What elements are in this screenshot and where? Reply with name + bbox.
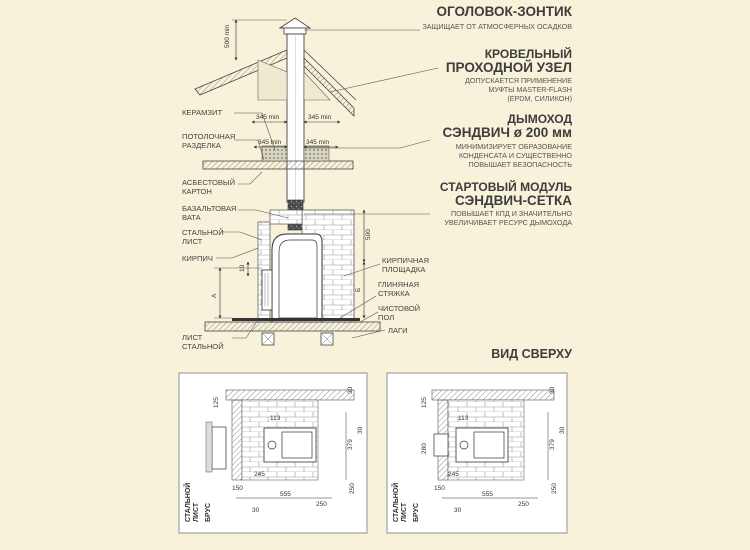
chimney-pipe: [286, 33, 305, 231]
label-stal-list: СТАЛЬНОЙ ЛИСТ: [182, 228, 224, 246]
dim-roof-right: 345 min: [308, 114, 332, 121]
dim-roof: 345 min 345 min: [251, 114, 341, 124]
title-sandwich-line1: ДЫМОХОД: [507, 112, 572, 126]
svg-text:30: 30: [559, 426, 566, 434]
dim-ceiling-right: 345 min: [306, 139, 330, 146]
dim-top-label: 500 min: [224, 24, 231, 48]
dim-ceiling-left: 345 min: [258, 139, 282, 146]
label-lagi: ЛАГИ: [388, 326, 408, 335]
svg-text:555: 555: [280, 491, 291, 498]
svg-text:379: 379: [549, 439, 556, 450]
svg-text:СТАЛЬНОЙ: СТАЛЬНОЙ: [391, 483, 400, 522]
title-cap: ОГОЛОВОК-ЗОНТИК: [436, 4, 572, 19]
right-leaders: [304, 29, 439, 339]
ceiling: 345 min 345 min: [202, 139, 354, 170]
label-styazhka: ГЛИНЯНАЯ СТЯЖКА: [378, 280, 420, 298]
svg-text:ЛИСТ: ЛИСТ: [193, 502, 200, 522]
label-pol: ЧИСТОВОЙ ПОЛ: [378, 304, 421, 322]
floor: [204, 318, 381, 346]
stove: [261, 233, 323, 323]
subtitle-cap: ЗАЩИЩАЕТ ОТ АТМОСФЕРНЫХ ОСАДКОВ: [422, 22, 572, 31]
dim-a: А: [211, 293, 218, 298]
svg-text:БРУС: БРУС: [205, 503, 212, 522]
svg-text:280: 280: [421, 443, 428, 454]
svg-text:113: 113: [458, 415, 469, 422]
svg-text:30: 30: [549, 386, 556, 394]
top-view-heading: ВИД СВЕРХУ: [491, 347, 572, 361]
svg-text:150: 150: [232, 485, 243, 492]
svg-text:245: 245: [448, 471, 459, 478]
label-kirpich: КИРПИЧ: [182, 254, 213, 263]
label-ploshchadka: КИРПИЧНАЯ ПЛОЩАДКА: [382, 256, 429, 274]
title-roof-line2: ПРОХОДНОЙ УЗЕЛ: [445, 60, 572, 75]
dim-b: Б: [355, 288, 362, 292]
svg-text:245: 245: [254, 471, 265, 478]
subtitle-start: ПОВЫШАЕТ КПД И ЗНАЧИТЕЛЬНО УВЕЛИЧИВАЕТ Р…: [444, 209, 572, 227]
svg-text:150: 150: [434, 485, 445, 492]
dim-top-500: 500 min: [224, 19, 287, 61]
label-bazalt: БАЗАЛЬТОВАЯ ВАТА: [182, 204, 237, 222]
svg-text:555: 555: [482, 491, 493, 498]
title-start-line1: СТАРТОВЫЙ МОДУЛЬ: [439, 180, 572, 194]
chimney-cap: [278, 17, 312, 35]
svg-text:30: 30: [454, 507, 462, 514]
label-list-stalnoy: ЛИСТ СТАЛЬНОЙ: [182, 333, 224, 351]
svg-text:125: 125: [421, 397, 428, 408]
title-roof-line1: КРОВЕЛЬНЫЙ: [484, 47, 572, 61]
svg-text:30: 30: [252, 507, 260, 514]
left-leaders: [216, 112, 289, 339]
svg-text:250: 250: [316, 501, 327, 508]
svg-text:250: 250: [518, 501, 529, 508]
title-start-line2: СЭНДВИЧ-СЕТКА: [455, 193, 572, 208]
svg-text:СТАЛЬНОЙ: СТАЛЬНОЙ: [183, 483, 192, 522]
title-sandwich-line2: СЭНДВИЧ ø 200 мм: [442, 125, 572, 140]
top-view-left-plan: 125 30 113 379 30 245 150 555 250 30 250…: [178, 372, 368, 534]
svg-text:БРУС: БРУС: [413, 503, 420, 522]
dim-verticals: 500 Б А 10: [211, 209, 372, 319]
label-asbest: АСБЕСТОВЫЙ КАРТОН: [182, 178, 236, 196]
dim-wall-500: 500: [365, 229, 372, 240]
svg-text:ЛИСТ: ЛИСТ: [401, 502, 408, 522]
svg-text:379: 379: [347, 439, 354, 450]
label-razdelka: ПОТОЛОЧНАЯ РАЗДЕЛКА: [182, 132, 236, 150]
svg-text:113: 113: [270, 415, 281, 422]
svg-text:250: 250: [551, 483, 558, 494]
svg-text:30: 30: [357, 426, 364, 434]
subtitle-sandwich: МИНИМИЗИРУЕТ ОБРАЗОВАНИЕ КОНДЕНСАТА И СУ…: [455, 142, 572, 169]
dim-roof-left: 345 min: [256, 114, 280, 121]
svg-text:125: 125: [213, 397, 220, 408]
roof: [194, 49, 357, 117]
subtitle-roof: ДОПУСКАЕТСЯ ПРИМЕНЕНИЕ МУФТЫ MASTER-FLAS…: [465, 76, 572, 103]
label-keramzit: КЕРАМЗИТ: [182, 108, 223, 117]
svg-text:250: 250: [349, 483, 356, 494]
svg-text:30: 30: [347, 386, 354, 394]
top-view-right-plan: 125 30 113 280 379 30 245 150 555 250 30…: [386, 372, 568, 534]
